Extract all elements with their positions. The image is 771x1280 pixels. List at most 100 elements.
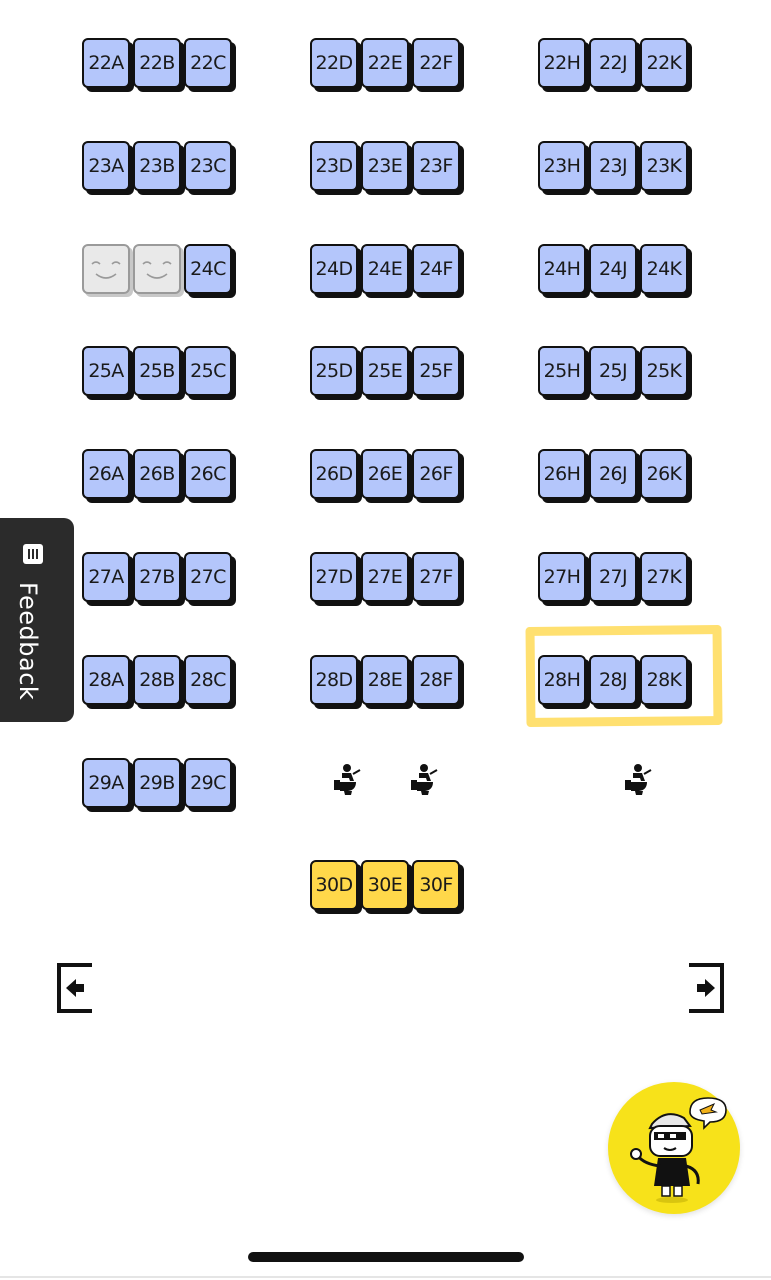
seat-26B[interactable]: 26B [133,449,181,499]
seat-22K[interactable]: 22K [640,38,688,88]
home-indicator [248,1252,524,1262]
seat-25A[interactable]: 25A [82,346,130,396]
arrow-left-icon[interactable] [56,962,92,1014]
seat-22H[interactable]: 22H [538,38,586,88]
seat-26K[interactable]: 26K [640,449,688,499]
seat-27K[interactable]: 27K [640,552,688,602]
seat-26C[interactable]: 26C [184,449,232,499]
seat-23J[interactable]: 23J [589,141,637,191]
seat-25E[interactable]: 25E [361,346,409,396]
seat-28F[interactable]: 28F [412,655,460,705]
occupied-face-icon [142,261,172,279]
seat-26J[interactable]: 26J [589,449,637,499]
seat-28H[interactable]: 28H [538,655,586,705]
seat-27A[interactable]: 27A [82,552,130,602]
seat-28A[interactable]: 28A [82,655,130,705]
feedback-label: Feedback [14,582,42,701]
seat-23K[interactable]: 23K [640,141,688,191]
seat-27B[interactable]: 27B [133,552,181,602]
seat-25K[interactable]: 25K [640,346,688,396]
selection-highlight [525,624,723,728]
seat-24H[interactable]: 24H [538,244,586,294]
seat-25F[interactable]: 25F [412,346,460,396]
seat-26F[interactable]: 26F [412,449,460,499]
seat-25J[interactable]: 25J [589,346,637,396]
occupied-seat [133,244,181,294]
seat-26E[interactable]: 26E [361,449,409,499]
seat-25C[interactable]: 25C [184,346,232,396]
seat-24D[interactable]: 24D [310,244,358,294]
seat-30F[interactable]: 30F [412,860,460,910]
seat-28D[interactable]: 28D [310,655,358,705]
seat-24C[interactable]: 24C [184,244,232,294]
seat-24J[interactable]: 24J [589,244,637,294]
seat-27D[interactable]: 27D [310,552,358,602]
seat-26A[interactable]: 26A [82,449,130,499]
seat-27J[interactable]: 27J [589,552,637,602]
arrow-right-icon[interactable] [689,962,725,1014]
seat-22C[interactable]: 22C [184,38,232,88]
seat-22D[interactable]: 22D [310,38,358,88]
lavatory-icon [411,764,438,795]
seat-24K[interactable]: 24K [640,244,688,294]
seat-29C[interactable]: 29C [184,758,232,808]
seat-27E[interactable]: 27E [361,552,409,602]
seat-27H[interactable]: 27H [538,552,586,602]
seat-22A[interactable]: 22A [82,38,130,88]
seat-28E[interactable]: 28E [361,655,409,705]
seat-group: 24C [82,244,232,294]
seat-24F[interactable]: 24F [412,244,460,294]
seat-23H[interactable]: 23H [538,141,586,191]
seat-30D[interactable]: 30D [310,860,358,910]
mascot-icon [630,1097,727,1203]
seat-23E[interactable]: 23E [361,141,409,191]
seat-23B[interactable]: 23B [133,141,181,191]
seat-27F[interactable]: 27F [412,552,460,602]
seat-25B[interactable]: 25B [133,346,181,396]
seat-23A[interactable]: 23A [82,141,130,191]
seat-22F[interactable]: 22F [412,38,460,88]
seat-29A[interactable]: 29A [82,758,130,808]
seat-24E[interactable]: 24E [361,244,409,294]
seat-30E[interactable]: 30E [361,860,409,910]
seat-28K[interactable]: 28K [640,655,688,705]
seat-22J[interactable]: 22J [589,38,637,88]
seat-25D[interactable]: 25D [310,346,358,396]
lavatory-icon [334,764,361,795]
seat-23F[interactable]: 23F [412,141,460,191]
menu-icon [23,544,43,564]
seat-23D[interactable]: 23D [310,141,358,191]
seat-29B[interactable]: 29B [133,758,181,808]
seat-27C[interactable]: 27C [184,552,232,602]
seat-28B[interactable]: 28B [133,655,181,705]
seat-23C[interactable]: 23C [184,141,232,191]
seat-25H[interactable]: 25H [538,346,586,396]
seat-28C[interactable]: 28C [184,655,232,705]
seat-22B[interactable]: 22B [133,38,181,88]
seat-26D[interactable]: 26D [310,449,358,499]
seat-26H[interactable]: 26H [538,449,586,499]
assistant-button[interactable] [608,1082,740,1214]
seat-28J[interactable]: 28J [589,655,637,705]
seat-22E[interactable]: 22E [361,38,409,88]
